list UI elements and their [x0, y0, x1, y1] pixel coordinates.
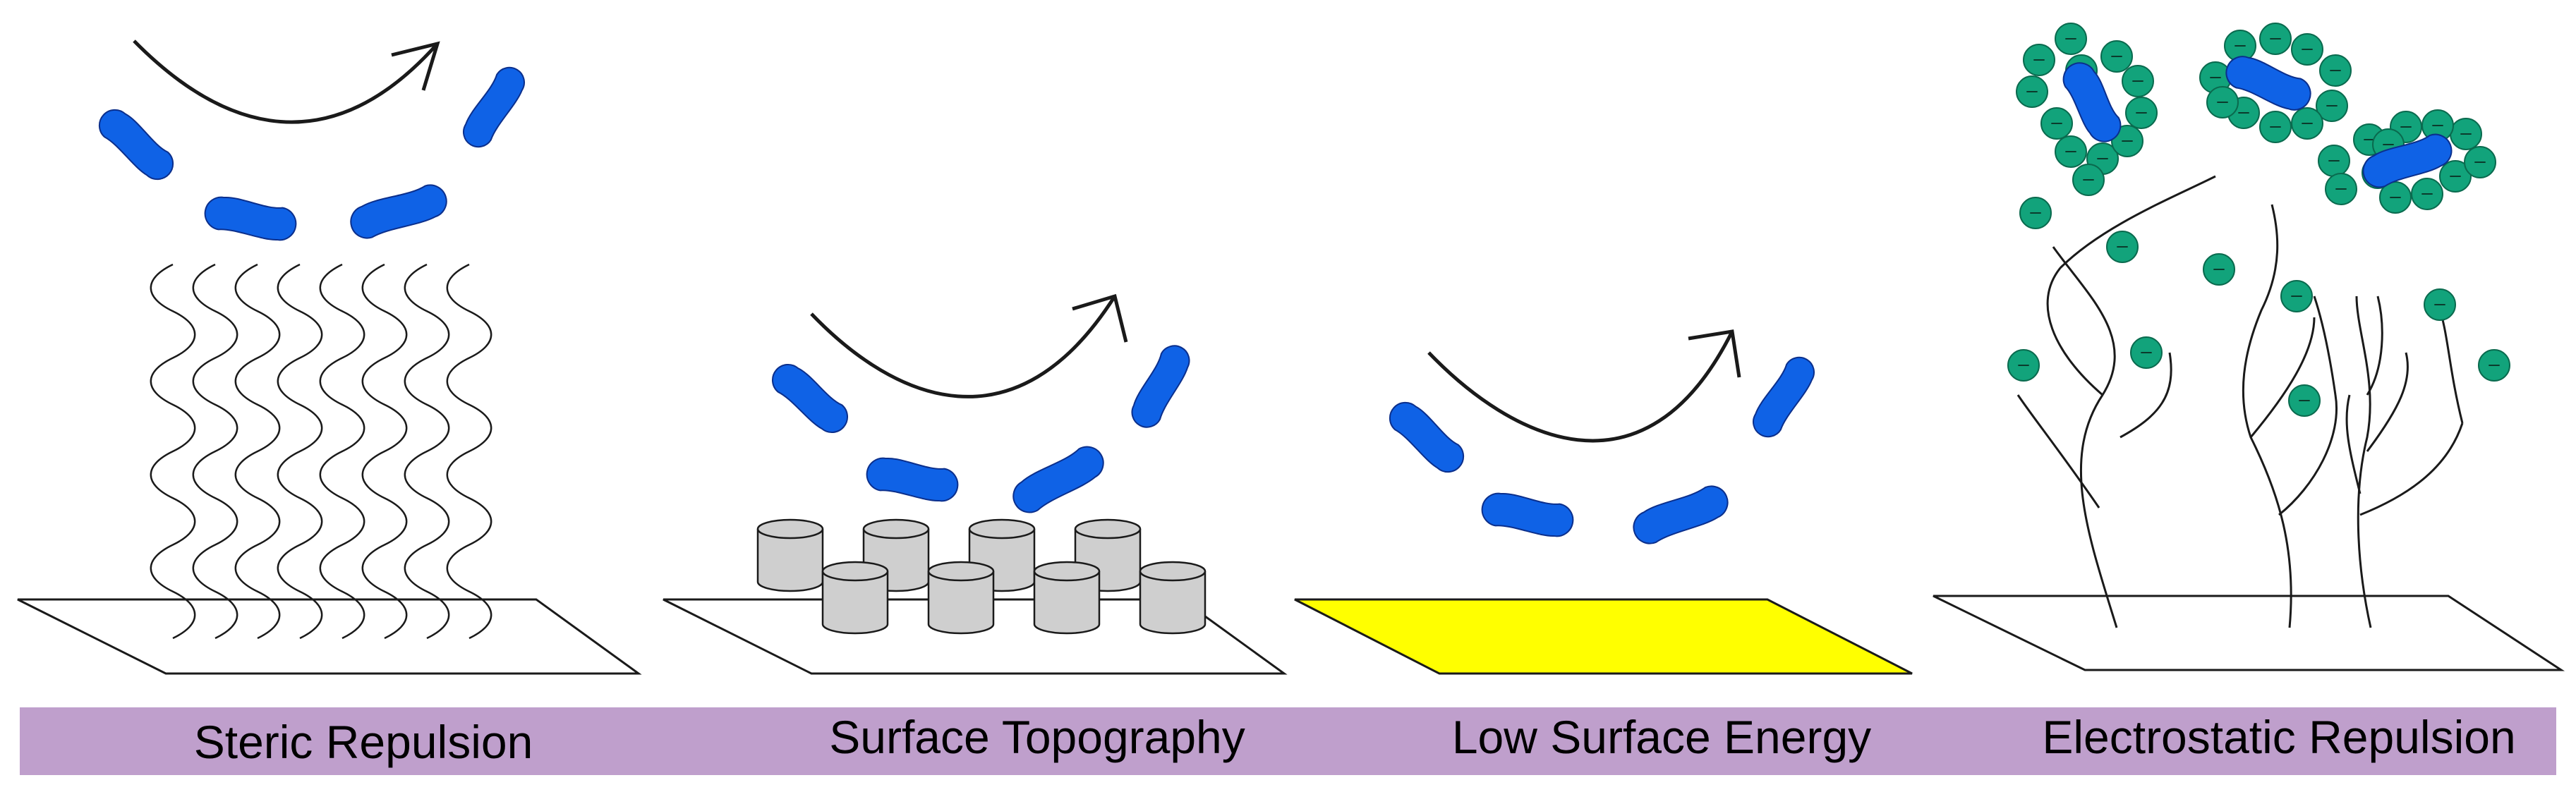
surface-pillar	[1139, 561, 1207, 635]
rod-bacterium-icon	[1753, 356, 1815, 438]
electrostatic-substrate-plate	[1933, 595, 2565, 671]
negative-ion-icon	[2040, 107, 2073, 140]
negative-ion-icon	[2280, 280, 2313, 312]
rod-bacterium-icon	[1131, 345, 1190, 428]
steric-bacteria-group	[98, 66, 525, 241]
rod-bacterium-icon	[771, 363, 849, 434]
negative-ion-icon	[2259, 111, 2292, 143]
surface-pillar	[927, 561, 995, 635]
negative-ion-icon	[2203, 253, 2235, 286]
negative-ion-icon	[2106, 231, 2139, 263]
steric-substrate-plate	[17, 598, 642, 675]
negative-ion-icon	[2224, 30, 2256, 62]
negative-ion-icon	[2019, 197, 2052, 229]
surface-pillar	[756, 518, 824, 592]
polymer-chain	[234, 263, 281, 640]
rod-bacterium-icon	[204, 196, 297, 241]
negative-ion-icon	[2125, 97, 2158, 129]
negative-ion-icon	[2016, 75, 2048, 108]
negative-ion-icon	[2319, 54, 2352, 87]
negative-ion-icon	[2023, 44, 2055, 76]
rod-bacterium-icon	[98, 109, 174, 181]
topography-substrate-plate	[663, 598, 1288, 675]
rod-bacterium-icon	[1389, 401, 1465, 473]
negative-ion-icon	[2291, 33, 2323, 66]
label-band	[20, 707, 2556, 775]
polymer-chain	[277, 263, 323, 640]
negative-ion-icon	[2450, 118, 2482, 150]
ion-coated-bacterium	[2318, 109, 2496, 214]
negative-ion-icon	[2325, 173, 2357, 205]
negative-ion-icon	[2316, 90, 2348, 122]
rod-bacterium-icon	[1481, 492, 1574, 537]
negative-ion-icon	[2411, 178, 2443, 210]
rod-bacterium-icon	[1633, 485, 1729, 544]
panel-steric-repulsion: Steric Repulsion	[17, 39, 642, 768]
rod-bacterium-icon	[2362, 133, 2453, 188]
polymer-chain	[150, 263, 196, 640]
negative-ion-icon	[2206, 86, 2239, 118]
rod-bacterium-icon	[463, 66, 525, 148]
panel-label-electrostatic: Electrostatic Repulsion	[2042, 711, 2515, 763]
rod-bacterium-icon	[2225, 56, 2311, 111]
polymer-chain	[446, 263, 492, 640]
steric-trajectory-arrow-icon	[133, 39, 440, 124]
ion-coated-bacterium	[2199, 23, 2352, 143]
panel-label-topography: Surface Topography	[829, 711, 1245, 763]
polymer-chain	[319, 263, 365, 640]
negative-ion-icon	[2478, 349, 2510, 382]
negative-ion-icon	[2439, 160, 2472, 193]
negative-ion-icon	[2122, 65, 2154, 97]
free-ions-group	[2007, 197, 2510, 417]
negative-ion-icon	[2291, 107, 2323, 140]
rod-bacterium-icon	[866, 457, 959, 502]
low-energy-bacteria-group	[1389, 356, 1815, 544]
surface-pillar	[821, 561, 889, 635]
polymer-brush-chains	[150, 263, 492, 640]
panel-low-surface-energy: Low Surface Energy	[1294, 329, 1913, 763]
negative-ion-icon	[2464, 146, 2496, 178]
negative-ion-icon	[2055, 135, 2087, 168]
negative-ion-icon	[2259, 23, 2292, 55]
rod-bacterium-icon	[2062, 62, 2122, 142]
polymer-chain	[404, 263, 450, 640]
topography-trajectory-arrow-icon	[810, 293, 1128, 398]
panel-label-steric: Steric Repulsion	[194, 716, 533, 768]
low-energy-trajectory-arrow-icon	[1427, 329, 1741, 443]
negative-ion-icon	[2072, 164, 2105, 196]
panel-electrostatic-repulsion: Electrostatic Repulsion	[1933, 23, 2565, 763]
surface-pillars	[756, 518, 1207, 635]
surface-pillar	[1033, 561, 1101, 635]
polymer-chain	[192, 263, 238, 640]
panel-surface-topography: Surface Topography	[663, 293, 1288, 763]
negative-ion-icon	[2111, 125, 2143, 157]
panel-label-low-energy: Low Surface Energy	[1452, 711, 1871, 763]
negative-ion-icon	[2100, 40, 2133, 73]
negative-ion-icon	[2007, 349, 2040, 382]
negative-ion-icon	[2288, 384, 2321, 417]
negative-ion-icon	[2130, 336, 2163, 369]
negative-ion-icon	[2318, 145, 2350, 177]
polymer-chain	[361, 263, 408, 640]
ion-coated-bacteria-group	[2016, 23, 2496, 214]
ion-coated-bacterium	[2016, 23, 2158, 196]
topography-bacteria-group	[771, 345, 1190, 513]
charged-polymer-branches	[2016, 175, 2464, 628]
low-energy-surface	[1294, 598, 1913, 675]
negative-ion-icon	[2424, 288, 2456, 321]
negative-ion-icon	[2055, 23, 2087, 55]
rod-bacterium-icon	[1012, 446, 1104, 513]
rod-bacterium-icon	[350, 184, 447, 239]
